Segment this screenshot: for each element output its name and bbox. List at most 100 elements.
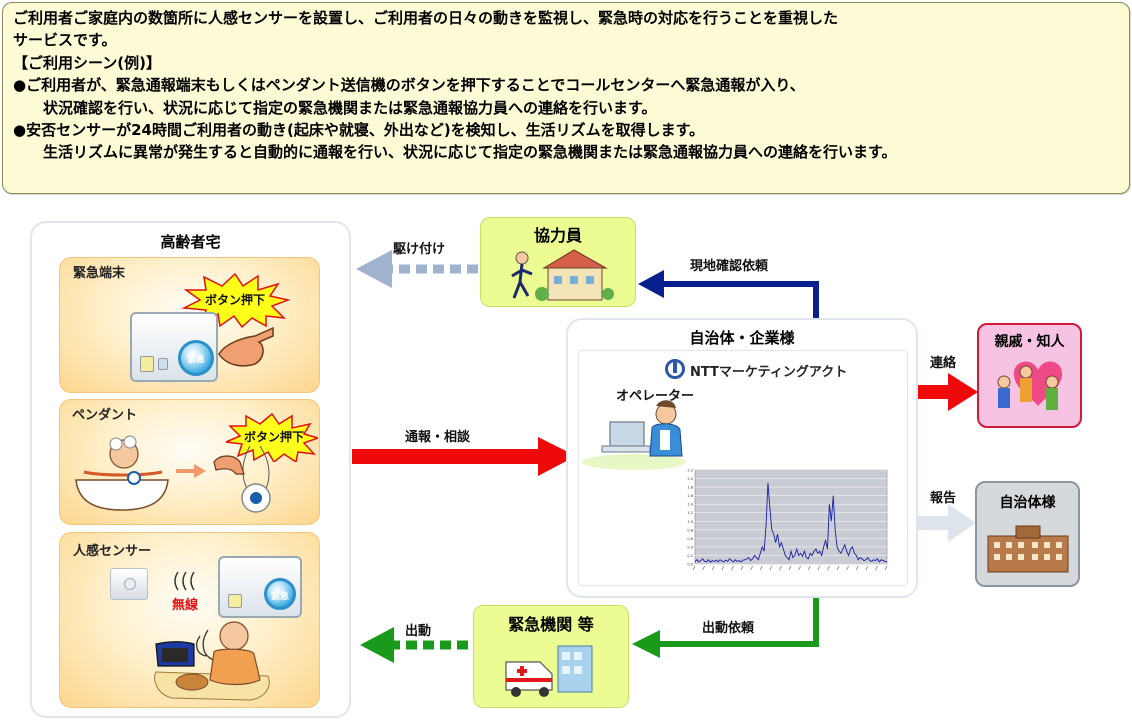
chart-x-tick [865, 565, 869, 571]
chart-x-tick [788, 565, 792, 571]
chart-y-ticks: 0.0 0.2 0.4 0.6 0.8 1.0 1.2 1.4 1.6 1.8 2.0 2.2 [687, 469, 693, 567]
chart-y-tick-label: 1.4 [687, 503, 693, 507]
chart-x-tick [846, 565, 849, 571]
sensor-terminal-icon: 緊急 [218, 556, 302, 618]
sensor-button-text: 緊急 [270, 592, 289, 602]
chart-x-tick [798, 565, 801, 571]
activity-line-chart: 0.0 0.2 0.4 0.6 0.8 1.0 1.2 1.4 1.6 1.8 2.0 2.2 [687, 469, 888, 571]
rush-arrowhead [356, 250, 392, 288]
pendant-label: ペンダント [72, 408, 138, 423]
report-consult-arrow [352, 449, 540, 464]
wireless-waves-icon [174, 571, 195, 591]
chart-x-tick [807, 565, 811, 571]
emergency-agency-box [473, 605, 629, 708]
chart-y-tick-label: 1.8 [687, 486, 693, 490]
pendant-arrow-icon [176, 464, 206, 478]
chart-x-tick [884, 565, 888, 571]
emergency-terminal-icon: 緊急 [130, 312, 218, 382]
chart-x-tick [711, 565, 715, 571]
chart-series-line [694, 482, 888, 563]
dispatch-request-arrow [656, 598, 819, 647]
report-consult-label: 通報・相談 [405, 430, 471, 445]
ntt-logo-icon [665, 359, 685, 379]
pendant-device-icon [213, 445, 271, 513]
pendant-burst: ボタン押下 [226, 412, 318, 462]
chart-x-tick [779, 565, 782, 571]
operator-label: オペレーター [616, 389, 695, 404]
chart-x-ticks [692, 565, 888, 571]
intro-line: 状況確認を行い、状況に応じて指定の緊急機関または緊急通報協力員への連絡を行います… [43, 98, 657, 117]
motion-sensor-icon [110, 568, 148, 600]
chart-y-tick-label: 2.2 [687, 469, 693, 473]
government-building-icon [987, 525, 1069, 573]
rush-label: 駆け付け [393, 242, 446, 257]
intro-text-box: ご利用者ご家庭内の数箇所に人感センサーを設置し、ご利用者の日々の動きを監視し、緊… [2, 2, 1130, 194]
bathtub-person-icon [75, 435, 169, 511]
chart-y-tick-label: 0.8 [687, 528, 693, 532]
chart-x-tick [731, 565, 734, 571]
wireless-label: 無線 [172, 598, 199, 613]
family-icon [997, 361, 1063, 410]
helper-title: 協力員 [533, 226, 582, 245]
operator-center-title: 自治体・企業様 [689, 329, 795, 347]
terminal-burst-text: ボタン押下 [205, 292, 265, 307]
chart-y-tick-label: 0.0 [687, 563, 693, 567]
municipality-title: 自治体様 [999, 495, 1056, 511]
onsite-request-arrowhead [638, 270, 664, 298]
emergency-button-icon [178, 340, 214, 376]
motion-sensor-label: 人感センサー [73, 544, 152, 559]
chart-y-tick-label: 0.2 [687, 554, 693, 558]
intro-line: ●安否センサーが24時間ご利用者の動き(起床や就寝、外出など)を検知し、生活リズ… [13, 121, 705, 140]
ntt-logo-text: NTTマーケティングアクト [690, 365, 848, 380]
intro-line: ●ご利用者が、緊急通報端末もしくはペンダント送信機のボタンを押下することでコール… [13, 76, 805, 95]
dispatch-request-label: 出動依頼 [702, 621, 755, 636]
chart-y-tick-label: 0.6 [687, 537, 693, 541]
report-label: 報告 [930, 491, 957, 506]
chart-y-tick-label: 2.0 [687, 477, 693, 481]
dispatch-request-arrowhead [632, 630, 660, 658]
intro-line: 【ご利用シーン(例)】 [13, 53, 161, 72]
contact-arrow [918, 385, 950, 399]
pendant-burst-text: ボタン押下 [244, 429, 304, 444]
contact-label: 連絡 [930, 356, 957, 371]
chart-series-path [694, 482, 888, 563]
dispatch-label: 出動 [405, 624, 432, 639]
report-arrow [918, 516, 950, 530]
runner-and-house-icon [511, 249, 614, 301]
chart-x-tick [855, 565, 859, 571]
chart-x-tick [827, 565, 830, 571]
sensor-emergency-button-icon [264, 578, 296, 610]
chart-gridlines [695, 469, 887, 565]
contact-arrowhead [948, 373, 978, 411]
chart-x-tick [769, 565, 773, 571]
ambulance-hospital-icon [505, 645, 593, 697]
chart-x-tick [875, 565, 878, 571]
chart-x-tick [721, 565, 725, 571]
report-arrowhead [948, 504, 976, 542]
onsite-request-label: 現地確認依頼 [690, 259, 769, 274]
terminal-label: 緊急端末 [73, 266, 126, 281]
chart-x-tick [750, 565, 753, 571]
pressing-hand-icon [218, 326, 274, 367]
intro-line: サービスです。 [13, 31, 117, 50]
terminal-button-text: 緊急 [186, 355, 205, 365]
chart-y-tick-label: 0.4 [687, 545, 693, 549]
report-consult-arrowhead [538, 437, 576, 476]
intro-line: ご利用者ご家庭内の数箇所に人感センサーを設置し、ご利用者の日々の動きを監視し、緊… [13, 9, 839, 27]
chart-x-tick [817, 565, 821, 571]
dispatch-arrowhead [360, 627, 394, 663]
person-at-tv-icon [154, 621, 270, 701]
chart-y-tick-label: 1.2 [687, 511, 693, 515]
chart-y-tick-label: 1.6 [687, 494, 693, 498]
chart-x-tick [759, 565, 763, 571]
emergency-agency-title: 緊急機関 等 [508, 615, 594, 634]
operator-icon [582, 400, 686, 470]
chart-y-tick-label: 1.0 [687, 520, 693, 524]
elderly-home-title: 高齢者宅 [160, 233, 221, 251]
chart-x-tick [836, 565, 840, 571]
chart-x-tick [740, 565, 744, 571]
chart-x-tick [692, 565, 696, 571]
chart-x-tick [702, 565, 705, 571]
relatives-title: 親戚・知人 [994, 334, 1065, 350]
